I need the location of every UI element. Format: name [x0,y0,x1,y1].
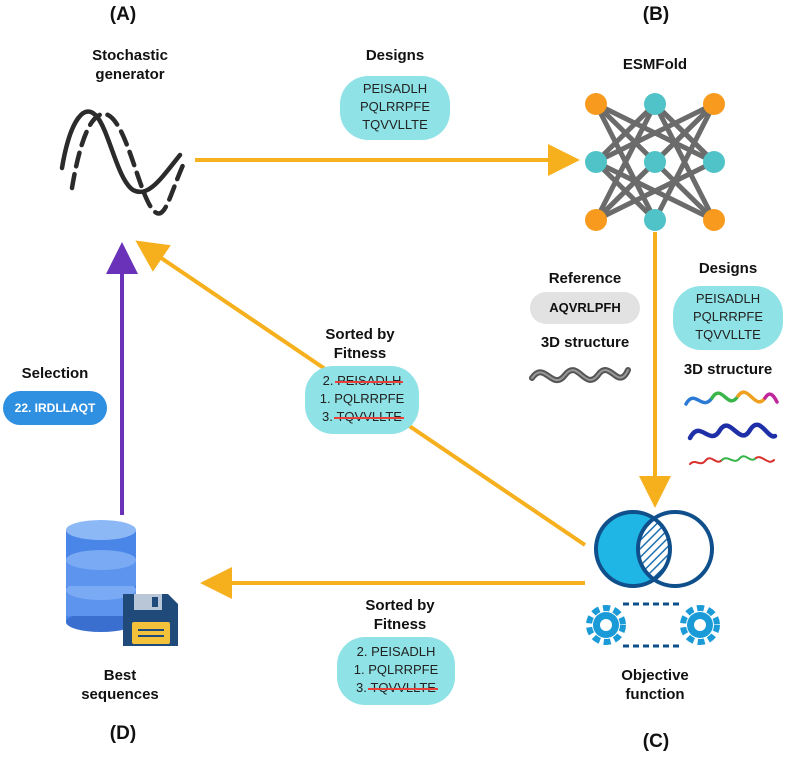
designs-right-structure-title: 3D structure [683,361,773,378]
sorted-middle-rank3: 3. [322,409,333,424]
designs-top-seq3: TQVVLLTE [362,117,428,132]
best-title-line1: Best [103,667,137,684]
sorted-middle-title: Sorted by Fitness [300,325,420,363]
sorted-middle-row2: 1. PQLRRPFE [305,390,419,408]
designs-right-title: Designs [698,260,758,277]
venn-diagram-icon [594,510,714,588]
designs-top-pill: PEISADLH PQLRRPFE TQVVLLTE [340,76,450,140]
sorted-middle-rank1: 2. [322,373,334,388]
sorted-bottom-rank2: 1. [353,662,365,677]
generator-title-line1: Stochastic [92,47,168,64]
sorted-middle-seq1-struck: PEISADLH [335,373,404,388]
generator-title: Stochastic generator [60,46,200,84]
panel-label-a: (A) [109,4,137,25]
sorted-bottom-title-line2: Fitness [373,616,427,633]
sorted-middle-pill: 2. PEISADLH 1. PQLRRPFE 3. TQVVLLTE [305,366,419,434]
wave-curves-icon [59,109,186,216]
best-title-line2: sequences [81,686,159,703]
selection-badge: 22. IRDLLAQT [3,391,107,425]
objective-title-line2: function [625,686,685,703]
reference-structure-title: 3D structure [540,334,630,351]
sorted-middle-row1: 2. PEISADLH [305,372,419,390]
sorted-middle-row3: 3. TQVVLLTE [305,408,419,426]
reference-seq-pill: AQVRLPFH [530,292,640,324]
sorted-bottom-rank1: 2. [356,644,368,659]
reference-helix-icon [529,367,631,384]
sorted-middle-title-line1: Sorted by [325,326,395,343]
designs-top-seq2: PQLRRPFE [359,99,431,114]
gears-icon [586,602,720,648]
sorted-bottom-rank3: 3. [356,680,367,695]
database-icon [66,520,136,632]
sorted-bottom-title-line1: Sorted by [365,597,435,614]
panel-label-c: (C) [642,731,670,752]
selection-title: Selection [21,365,89,382]
sorted-bottom-pill: 2. PEISADLH 1. PQLRRPFE 3. TQVVLLTE [337,637,455,705]
sorted-bottom-seq3-struck: TQVVLLTE [368,680,438,695]
sorted-middle-seq2: PQLRRPFE [334,391,405,406]
esmfold-title: ESMFold [622,56,688,73]
objective-title-line1: Objective [621,667,689,684]
design-structure-rainbow-icon [684,390,779,406]
designs-right-pill: PEISADLH PQLRRPFE TQVVLLTE [673,286,783,350]
designs-right-seq1: PEISADLH [695,291,761,306]
best-title: Best sequences [60,666,180,704]
sorted-bottom-title: Sorted by Fitness [340,596,460,634]
designs-top-seq1: PEISADLH [362,81,428,96]
design-structure-coil-icon [689,455,775,465]
reference-title: Reference [548,270,622,287]
panel-label-d: (D) [109,723,137,744]
floppy-disk-icon [123,594,178,646]
sorted-bottom-seq1: PEISADLH [371,644,436,659]
sorted-middle-title-line2: Fitness [333,345,387,362]
objective-title: Objective function [595,666,715,704]
designs-right-seq3: TQVVLLTE [695,327,761,342]
sorted-bottom-row2: 1. PQLRRPFE [337,661,455,679]
generator-title-line2: generator [95,66,165,83]
design-structure-blue-icon [687,422,778,441]
sorted-middle-rank2: 1. [319,391,331,406]
neural-network-icon [585,93,725,231]
designs-right-seq2: PQLRRPFE [692,309,764,324]
sorted-bottom-row1: 2. PEISADLH [337,643,455,661]
sorted-bottom-seq2: PQLRRPFE [368,662,439,677]
designs-top-title: Designs [365,47,425,64]
sorted-middle-seq3-struck: TQVVLLTE [334,409,404,424]
panel-label-b: (B) [642,4,670,25]
sorted-bottom-row3: 3. TQVVLLTE [337,679,455,697]
